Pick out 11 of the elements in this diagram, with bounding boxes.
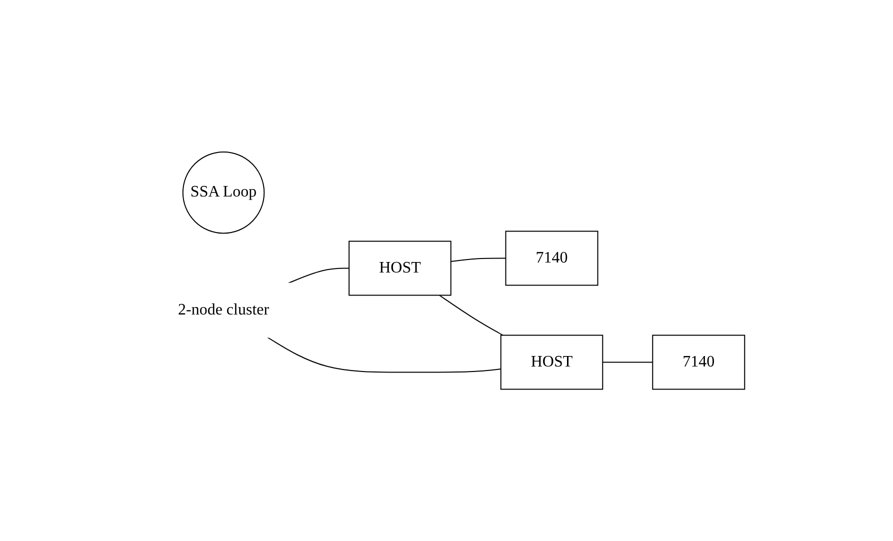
- node-circle: SSA Loop: [182, 151, 265, 234]
- connector: [439, 294, 504, 336]
- node-text: 2-node cluster: [178, 301, 270, 318]
- connector: [288, 268, 350, 284]
- connector: [450, 258, 506, 262]
- connector: [602, 362, 654, 363]
- connector: [267, 336, 502, 373]
- node-box: 7140: [505, 230, 598, 286]
- node-box: HOST: [348, 240, 452, 296]
- node-box: 7140: [652, 334, 746, 390]
- node-box: HOST: [500, 334, 604, 390]
